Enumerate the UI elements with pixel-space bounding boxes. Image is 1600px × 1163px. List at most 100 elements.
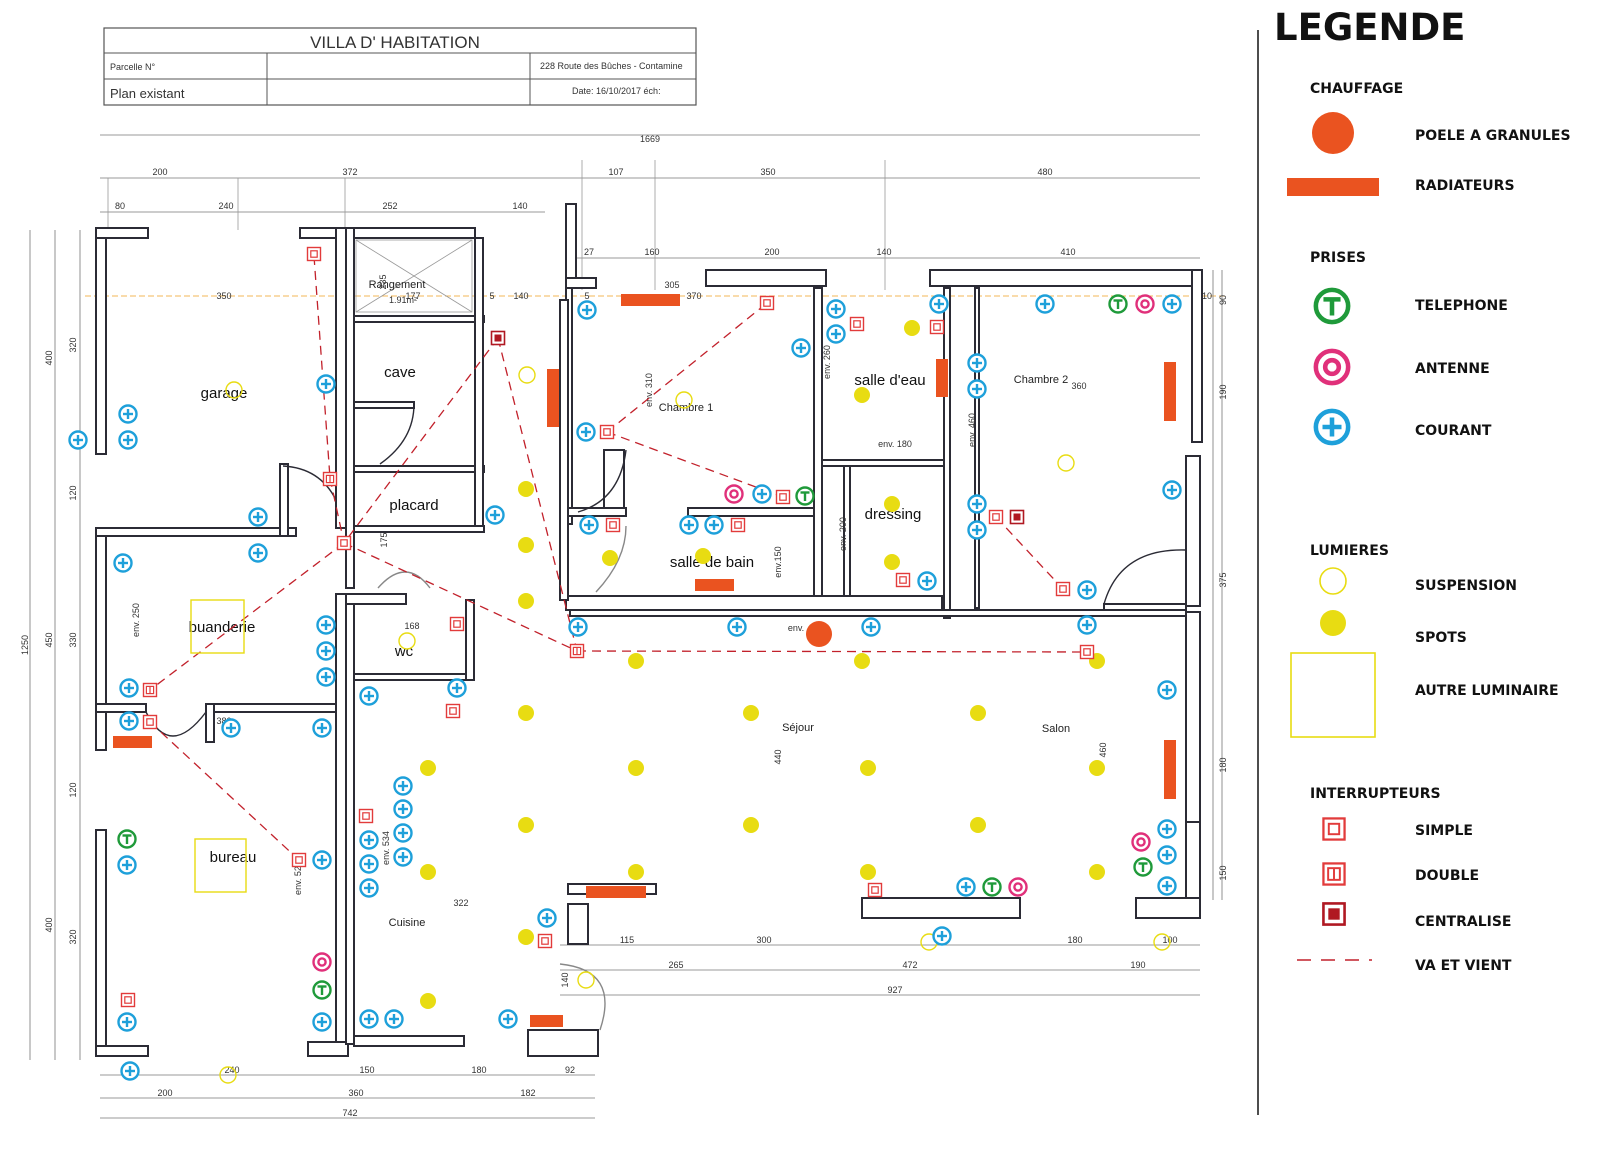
dim-label: env. 460	[967, 413, 977, 447]
doors	[145, 403, 1187, 1031]
dim-label: 190	[1218, 384, 1228, 399]
legend-antenna-label: ANTENNE	[1415, 361, 1490, 377]
room-placard: placard	[389, 497, 438, 514]
legend-other-light-swatch	[1290, 652, 1376, 738]
dim-label: 140	[512, 201, 527, 211]
legend-simple-icon	[1322, 817, 1346, 841]
dim-label: 180	[1218, 757, 1228, 772]
radiator	[1164, 740, 1176, 799]
room-sejour: Séjour	[782, 722, 814, 734]
dim-label: env. 310	[644, 373, 654, 407]
dim-label: env. 250	[131, 603, 141, 637]
dim-label: 927	[887, 985, 902, 995]
dim-label: 300	[756, 935, 771, 945]
title-block-title: VILLA D' HABITATION	[310, 33, 480, 52]
legend-two-way-label: VA ET VIENT	[1415, 958, 1512, 974]
room-wc: wc	[394, 643, 414, 660]
room-labels: garage Rangement 1.91m² cave placard bua…	[131, 274, 1108, 929]
title-block: VILLA D' HABITATION Parcelle N° 228 Rout…	[103, 27, 697, 106]
lights-other	[190, 599, 247, 893]
dim-label: 200	[157, 1088, 172, 1098]
dim-label: 180	[471, 1065, 486, 1075]
legend-power-icon	[1316, 411, 1348, 443]
dim-label: 80	[115, 201, 125, 211]
room-rangement-area: 1.91m²	[389, 295, 417, 305]
radiator	[113, 736, 152, 748]
radiator	[936, 359, 948, 397]
dim-label: 305	[664, 280, 679, 290]
dim-label: 180	[1067, 935, 1082, 945]
rangement-hatch	[355, 239, 473, 313]
room-cave: cave	[384, 364, 416, 381]
dim-label: 168	[404, 621, 419, 631]
legend-suspension-label: SUSPENSION	[1415, 578, 1517, 594]
radiator	[621, 294, 680, 306]
dim-label: 450	[44, 632, 54, 647]
title-block-parcel: Parcelle N°	[110, 62, 156, 72]
dim-label: 460	[1098, 742, 1108, 757]
dim-label: 120	[68, 782, 78, 797]
dim-top-total: 1669	[640, 134, 660, 144]
dim-label: 265	[668, 960, 683, 970]
dim-label: 92	[565, 1065, 575, 1075]
two-way-wiring	[149, 255, 1088, 861]
radiator	[1164, 362, 1176, 421]
dim-label: 115	[620, 935, 634, 945]
dim-label: env. 534	[381, 831, 391, 865]
room-dressing: dressing	[865, 506, 922, 523]
dim-label: env. 260	[822, 345, 832, 379]
pellet-stove	[806, 621, 832, 647]
legend-antenna-icon	[1316, 351, 1348, 383]
legend-central-icon	[1322, 902, 1346, 926]
dim-label: 400	[44, 350, 54, 365]
radiator	[530, 1015, 563, 1027]
radiator	[695, 579, 734, 591]
room-chambre2: Chambre 2	[1014, 374, 1068, 386]
dim-label: 320	[68, 929, 78, 944]
dim-label: 360	[348, 1088, 363, 1098]
legend-stove-swatch	[1312, 112, 1354, 154]
dim-label: 370	[686, 291, 701, 301]
legend-double-label: DOUBLE	[1415, 868, 1479, 884]
dim-label: 107	[608, 167, 623, 177]
dim-label: 90	[1218, 295, 1228, 305]
dim-label: 372	[342, 167, 357, 177]
title-block-plan: Plan existant	[110, 86, 185, 101]
dim-label: 472	[902, 960, 917, 970]
dim-label: 375	[1218, 572, 1228, 587]
dim-label: 322	[453, 898, 468, 908]
room-rangement: Rangement	[369, 279, 426, 291]
dim-label: env.	[788, 623, 804, 633]
legend-lights-title: LUMIERES	[1310, 543, 1389, 559]
lights-spots	[420, 320, 1105, 1009]
legend-radiator-swatch	[1287, 178, 1379, 196]
lights-suspension	[219, 366, 1171, 1084]
dim-label: 380	[216, 716, 231, 726]
dim-label: 150	[359, 1065, 374, 1075]
walls	[95, 203, 1203, 1057]
legend-double-icon	[1322, 862, 1346, 886]
power-outlets	[68, 294, 1182, 1081]
dim-label: 200	[764, 247, 779, 257]
legend-title: LEGENDE	[1274, 6, 1465, 49]
dim-label: 350	[760, 167, 775, 177]
room-buanderie: buanderie	[189, 619, 256, 636]
legend-simple-label: SIMPLE	[1415, 823, 1473, 839]
dim-bottom-total: 742	[342, 1108, 357, 1118]
dim-label: 240	[218, 201, 233, 211]
dim-label: 440	[773, 749, 783, 764]
dim-label: 330	[68, 632, 78, 647]
room-salle-deau: salle d'eau	[854, 372, 925, 389]
dim-label: 240	[224, 1065, 239, 1075]
dim-label: 140	[876, 247, 891, 257]
legend-power-label: COURANT	[1415, 423, 1492, 439]
dim-label: env. 520	[293, 861, 303, 895]
legend-radiator-label: RADIATEURS	[1415, 178, 1515, 194]
dim-label: 5	[584, 291, 589, 301]
dimension-labels: 1669 200 372 107 350 480 80 240 252 140 …	[20, 134, 1228, 1118]
dim-label: 5	[489, 291, 494, 301]
radiator	[547, 369, 559, 427]
room-bureau: bureau	[210, 849, 257, 866]
legend-telephone-icon	[1316, 290, 1348, 322]
